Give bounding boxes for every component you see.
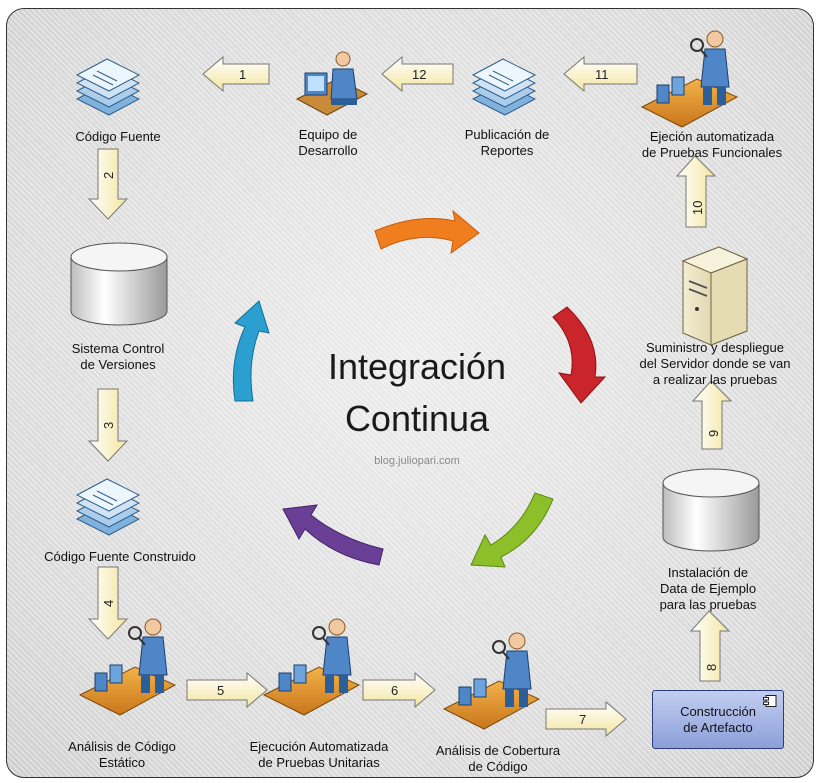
step-label: 10 bbox=[690, 201, 705, 215]
step-arrow-11: 11 bbox=[563, 55, 638, 93]
step-arrow-4: 4 bbox=[87, 566, 129, 640]
label-ejecion-funcionales: Ejeción automatizada de Pruebas Funciona… bbox=[641, 129, 783, 160]
document-stack-icon bbox=[471, 58, 537, 116]
cycle-arrow-orange bbox=[374, 209, 480, 255]
step-label: 8 bbox=[704, 664, 719, 671]
step-label: 11 bbox=[595, 67, 609, 82]
tester-conveyor-icon bbox=[442, 632, 541, 730]
step-arrow-10: 10 bbox=[675, 155, 717, 228]
label-equipo-desarrollo: Equipo de Desarrollo bbox=[298, 127, 358, 158]
component-icon bbox=[763, 695, 777, 707]
label-analisis-estatico: Análisis de Código Estático bbox=[68, 739, 176, 770]
label-analisis-cobertura: Análisis de Cobertura de Código bbox=[435, 743, 561, 774]
label-construccion-artefacto: Construcción de Artefacto bbox=[680, 703, 756, 735]
document-stack-icon bbox=[75, 478, 141, 536]
tester-conveyor-icon bbox=[78, 618, 177, 716]
site-url: blog.juliopari.com bbox=[374, 455, 460, 467]
label-publicacion-reportes: Publicación de Reportes bbox=[464, 127, 550, 158]
database-cylinder-icon bbox=[662, 468, 760, 552]
step-label: 3 bbox=[101, 422, 116, 429]
label-suministro-servidor: Suministro y despliegue del Servidor don… bbox=[639, 340, 791, 387]
step-arrow-8: 8 bbox=[689, 610, 731, 682]
cycle-arrow-green bbox=[470, 492, 554, 568]
step-label: 6 bbox=[391, 683, 398, 698]
step-label: 1 bbox=[239, 67, 246, 82]
tester-conveyor-icon bbox=[640, 30, 739, 128]
cycle-arrow-red bbox=[552, 306, 607, 404]
construccion-artefacto-box: Construcción de Artefacto bbox=[652, 690, 784, 749]
label-codigo-fuente: Código Fuente bbox=[75, 129, 161, 144]
label-instalacion-data: Instalación de Data de Ejemplo para las … bbox=[659, 565, 757, 612]
diagram-frame: 1 12 11 2 3 4 10 9 8 5 6 bbox=[6, 8, 814, 778]
step-label: 7 bbox=[579, 712, 586, 727]
step-arrow-3: 3 bbox=[87, 388, 129, 462]
step-arrow-1: 1 bbox=[202, 55, 270, 93]
step-label: 5 bbox=[217, 683, 224, 698]
step-label: 9 bbox=[706, 430, 721, 437]
developer-icon bbox=[295, 51, 369, 116]
step-arrow-7: 7 bbox=[545, 700, 627, 738]
step-label: 4 bbox=[101, 600, 116, 607]
cycle-arrow-purple bbox=[282, 504, 384, 566]
step-arrow-2: 2 bbox=[87, 148, 129, 220]
label-sistema-control-versiones: Sistema Control de Versiones bbox=[71, 341, 165, 372]
step-arrow-12: 12 bbox=[381, 55, 454, 93]
document-stack-icon bbox=[75, 58, 141, 116]
step-label: 2 bbox=[101, 172, 116, 179]
cycle-arrow-blue bbox=[232, 300, 270, 402]
label-ejecucion-unitarias: Ejecución Automatizada de Pruebas Unitar… bbox=[249, 739, 389, 770]
server-icon bbox=[681, 246, 749, 346]
step-arrow-9: 9 bbox=[691, 380, 733, 450]
diagram-title-line-1: Integración bbox=[327, 346, 507, 387]
diagram-title-line-2: Continua bbox=[344, 398, 490, 439]
database-cylinder-icon bbox=[70, 242, 168, 326]
tester-conveyor-icon bbox=[262, 618, 361, 716]
label-codigo-fuente-construido: Código Fuente Construido bbox=[44, 549, 196, 564]
diagram-canvas: 1 12 11 2 3 4 10 9 8 5 6 bbox=[70, 30, 760, 738]
step-arrow-6: 6 bbox=[362, 671, 436, 709]
step-label: 12 bbox=[412, 67, 426, 82]
step-arrow-5: 5 bbox=[186, 671, 268, 709]
